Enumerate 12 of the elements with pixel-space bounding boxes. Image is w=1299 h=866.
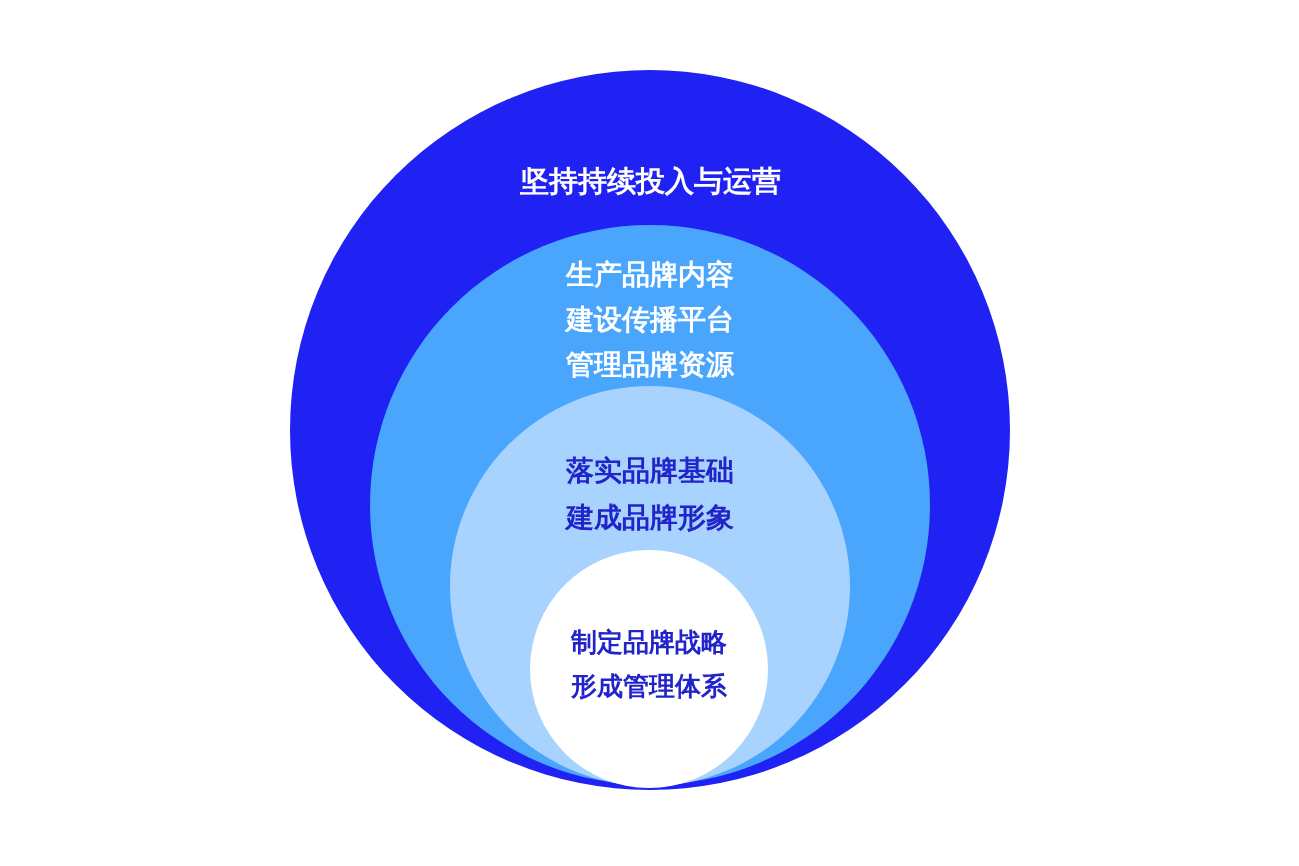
circle-label: 管理品牌资源 [566,349,734,381]
circle-label: 制定品牌战略 [571,627,727,657]
circle-label: 建成品牌形象 [566,502,734,534]
center-circle [530,550,768,788]
circle-label: 形成管理体系 [571,671,727,701]
circle-label: 建设传播平台 [566,304,734,336]
second-circle [370,225,930,785]
circle-label: 生产品牌内容 [566,259,734,291]
circle-label: 坚持持续投入与运营 [519,166,781,198]
circle-label: 落实品牌基础 [566,455,734,487]
third-circle [450,386,850,786]
outer-circle [290,70,1010,790]
